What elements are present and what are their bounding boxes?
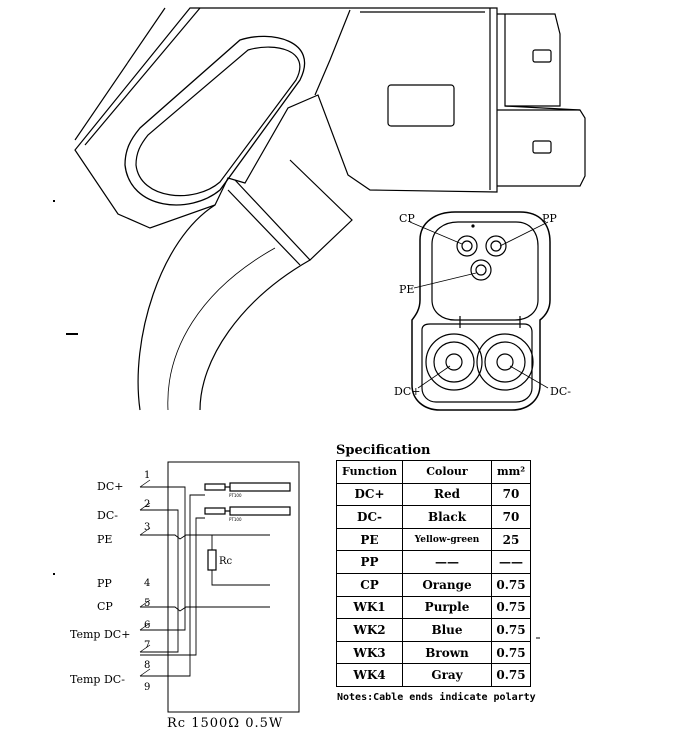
cell-function: WK1 (336, 595, 403, 620)
cell-function: PP (336, 550, 403, 574)
wire-label-4: PP (97, 577, 112, 590)
cell-colour: Red (402, 482, 492, 507)
cell-colour: Purple (402, 595, 492, 620)
label-dc-plus: DC+ (394, 385, 420, 398)
pin-number-6: 6 (144, 620, 150, 631)
pin-number-7: 7 (144, 640, 150, 651)
pin-number-1: 1 (144, 470, 150, 481)
spec-header-row: Function Colour mm² (336, 460, 531, 484)
cell-function: DC+ (336, 482, 403, 507)
wire-label-6: Temp DC+ (70, 628, 130, 641)
cell-colour: Orange (402, 572, 492, 597)
wire-label-9: Temp DC- (70, 673, 125, 686)
resistor-caption: Rc 1500Ω 0.5W (167, 716, 284, 731)
pin-number-2: 2 (144, 499, 150, 510)
wire-label-1: DC+ (97, 480, 123, 493)
cell-colour: Black (402, 505, 492, 529)
pin-number-8: 8 (144, 660, 150, 671)
header-function: Function (336, 460, 403, 484)
cell-size: 0.75 (491, 572, 531, 597)
plug-drawing (53, 7, 586, 411)
spec-title: Specification (336, 443, 431, 458)
wiring-diagram (53, 461, 540, 713)
label-dc-minus: DC- (550, 385, 571, 398)
cell-function: CP (336, 572, 403, 597)
table-row: PP———— (336, 550, 531, 574)
pin-number-9: 9 (144, 682, 150, 693)
label-cp: CP (399, 212, 415, 225)
sensor-label-1: PT100 (229, 493, 242, 498)
connector-face (409, 211, 551, 411)
wire-label-2: DC- (97, 509, 118, 522)
cell-colour: Brown (402, 640, 492, 665)
cell-size: 70 (491, 482, 531, 507)
cell-size: 0.75 (491, 640, 531, 665)
cell-size: —— (491, 550, 531, 574)
header-colour: Colour (402, 460, 492, 484)
resistor-label: Rc (219, 556, 233, 567)
cell-function: WK2 (336, 618, 403, 642)
spec-note: Notes:Cable ends indicate polarty (337, 692, 536, 703)
wire-label-3: PE (97, 533, 112, 546)
wire-label-5: CP (97, 600, 113, 613)
cell-size: 0.75 (491, 663, 531, 687)
pin-number-3: 3 (144, 522, 150, 533)
cell-function: WK4 (336, 663, 403, 687)
cell-colour: —— (402, 550, 492, 574)
cell-colour: Yellow-green (402, 527, 492, 552)
header-mm: mm² (491, 460, 531, 484)
cell-function: DC- (336, 505, 403, 529)
cell-size: 0.75 (491, 595, 531, 620)
cell-colour: Blue (402, 618, 492, 642)
label-pe: PE (399, 283, 414, 296)
cell-function: PE (336, 527, 403, 552)
cell-size: 70 (491, 505, 531, 529)
cell-function: WK3 (336, 640, 403, 665)
cell-size: 0.75 (491, 618, 531, 642)
cell-size: 25 (491, 527, 531, 552)
label-pp: PP (542, 212, 557, 225)
pin-number-4: 4 (144, 578, 150, 589)
sensor-label-2: PT100 (229, 517, 242, 522)
cell-colour: Gray (402, 663, 492, 687)
pin-number-5: 5 (144, 598, 150, 609)
